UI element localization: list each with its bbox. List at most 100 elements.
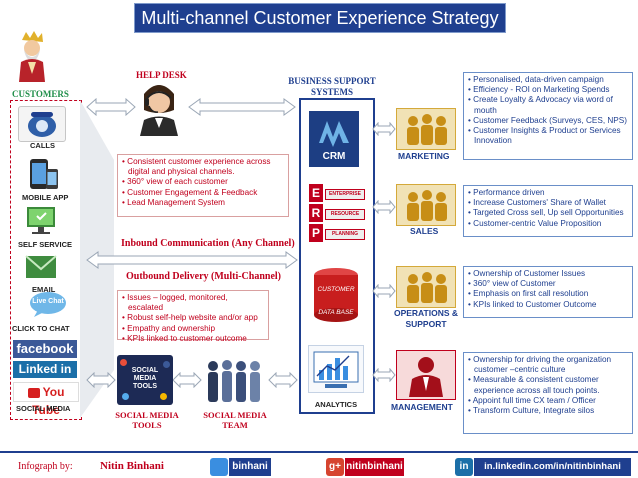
management-bullets: Ownership for driving the organization c… <box>463 352 633 434</box>
channel-label-social-media: SOCIAL MEDIA <box>16 404 71 413</box>
youtube-logo[interactable]: You Tube <box>13 382 79 417</box>
social-dot-icon <box>160 393 167 400</box>
erp-letter-r: R <box>309 204 323 222</box>
help-desk-agent <box>136 80 182 136</box>
crm-tile[interactable]: CRM <box>309 111 359 167</box>
help-desk-label: HELP DESK <box>136 70 187 80</box>
channel-label-click-to-chat: CLICK TO CHAT <box>12 324 70 333</box>
erp-tag-planning: PLANNING <box>325 229 365 240</box>
erp-block[interactable]: E R P ENTERPRISE RESOURCE PLANNING <box>309 184 365 242</box>
linkedin-logo[interactable]: Linked in <box>13 361 77 378</box>
operations-bullet: 360° view of Customer <box>468 279 628 289</box>
channel-label-email: EMAIL <box>32 285 56 294</box>
customer-avatar <box>16 30 48 82</box>
erp-tag-resource: RESOURCE <box>325 209 365 220</box>
operations-bullet: Emphasis on first call resolution <box>468 289 628 299</box>
google-plus-icon: g+ <box>326 458 344 476</box>
calls-card[interactable] <box>18 106 66 142</box>
analytics-label: ANALYTICS <box>314 400 358 409</box>
social-media-tools-label: SOCIAL MEDIA TOOLS <box>115 410 179 430</box>
social-media-team-image <box>203 356 267 406</box>
arrow-team-bss <box>268 372 298 388</box>
sales-bullet: Targeted Cross sell, Up sell Opportuniti… <box>468 208 628 218</box>
linkedin-link[interactable]: in in.linkedin.com/in/nitinbinhani <box>455 458 631 476</box>
customer-database[interactable]: CUSTOMER DATA BASE <box>308 266 364 324</box>
arrow-bss-sales <box>372 200 396 214</box>
operations-bullet: KPIs linked to Customer Outcome <box>468 300 628 310</box>
outbound-bullet: Issues – logged, monitored, escalated <box>122 293 264 313</box>
twitter-icon <box>210 458 228 476</box>
outbound-bullets: Issues – logged, monitored, escalated Ro… <box>117 290 269 343</box>
erp-letter-p: P <box>309 224 323 242</box>
bar-chart-icon <box>313 351 359 388</box>
marketing-bullet: Customer Insights & Product or Services … <box>468 126 628 146</box>
sales-bullet: Performance driven <box>468 188 628 198</box>
crm-logo-icon <box>319 121 349 147</box>
operations-bullets: Ownership of Customer Issues 360° view o… <box>463 266 633 318</box>
marketing-icon <box>396 108 456 150</box>
arrow-bss-marketing <box>372 122 396 136</box>
outbound-label: Outbound Delivery (Multi-Channel) <box>126 271 282 282</box>
help-desk-bullets: Consistent customer experience across di… <box>117 154 289 217</box>
sales-bullet: Increase Customers' Share of Wallet <box>468 198 628 208</box>
gplus-link[interactable]: g+ nitinbinhani <box>326 458 404 476</box>
arrow-socialtools-team <box>172 372 202 388</box>
management-bullet: Appoint full time CX team / Officer <box>468 396 628 406</box>
department-label-management: MANAGEMENT <box>391 402 453 412</box>
marketing-bullet: Create Loyalty & Advocacy via word of mo… <box>468 95 628 115</box>
live-chat-text: Live Chat <box>32 298 64 305</box>
social-media-tools-text: SOCIAL MEDIA TOOLS <box>131 367 159 390</box>
social-dot-icon <box>163 361 170 368</box>
marketing-bullet: Efficiency - ROI on Marketing Spends <box>468 85 628 95</box>
sales-icon <box>396 184 456 226</box>
youtube-text: You Tube <box>32 385 65 417</box>
self-service-card[interactable] <box>18 204 64 238</box>
sales-bullets: Performance driven Increase Customers' S… <box>463 185 633 237</box>
customers-label: CUSTOMERS <box>12 89 69 99</box>
database-text-database: DATA BASE <box>318 309 354 316</box>
help-desk-bullet: Customer Engagement & Feedback <box>122 188 284 198</box>
department-label-marketing: MARKETING <box>398 151 450 161</box>
arrow-customer-helpdesk <box>86 98 136 116</box>
department-label-sales: SALES <box>410 226 439 236</box>
erp-letter-e: E <box>309 184 323 202</box>
social-media-team-label: SOCIAL MEDIA TEAM <box>203 410 267 430</box>
social-dot-icon <box>122 393 129 400</box>
bss-label: BUSINESS SUPPORT SYSTEMS <box>288 76 376 97</box>
gplus-handle: nitinbinhani <box>345 458 404 476</box>
linkedin-icon: in <box>455 458 473 476</box>
linkedin-url: in.linkedin.com/in/nitinbinhani <box>474 458 631 476</box>
arrow-bss-operations <box>372 284 396 298</box>
mobile-app-card[interactable] <box>18 157 64 191</box>
help-desk-bullet: Lead Management System <box>122 198 284 208</box>
twitter-link[interactable]: binhani <box>210 458 272 476</box>
inbound-label: Inbound Communication (Any Channel) <box>121 238 295 249</box>
channel-label-calls: CALLS <box>30 141 55 150</box>
arrow-helpdesk-bss <box>188 98 296 116</box>
email-card[interactable] <box>18 251 64 285</box>
marketing-bullet: Personalised, data-driven campaign <box>468 75 628 85</box>
arrow-bss-management <box>372 368 396 382</box>
social-media-tools-image: SOCIAL MEDIA TOOLS <box>117 355 173 405</box>
facebook-logo[interactable]: facebook <box>13 340 77 358</box>
department-label-operations: OPERATIONS & SUPPORT <box>393 308 459 329</box>
management-bullet: Measurable & consistent customer experie… <box>468 375 628 395</box>
marketing-bullet: Customer Feedback (Surveys, CES, NPS) <box>468 116 628 126</box>
analytics-tile[interactable] <box>308 345 364 393</box>
outbound-bullet: Empathy and ownership <box>122 324 264 334</box>
youtube-icon <box>27 387 40 398</box>
phone-icon <box>28 112 56 137</box>
erp-tag-enterprise: ENTERPRISE <box>325 189 365 200</box>
live-chat-bubble[interactable]: Live Chat <box>28 290 68 318</box>
operations-bullet: Ownership of Customer Issues <box>468 269 628 279</box>
footer-divider <box>0 451 638 453</box>
mobile-icon <box>30 159 58 189</box>
twitter-handle: binhani <box>229 458 271 476</box>
operations-icon <box>396 266 456 308</box>
management-bullet: Ownership for driving the organization c… <box>468 355 628 375</box>
sales-bullet: Customer-centric Value Proposition <box>468 219 628 229</box>
footer-author: Nitin Binhani <box>100 460 164 472</box>
marketing-bullets: Personalised, data-driven campaign Effic… <box>463 72 633 160</box>
channel-label-self-service: SELF SERVICE <box>18 240 73 249</box>
footer-by-label: Infograph by: <box>18 461 73 472</box>
